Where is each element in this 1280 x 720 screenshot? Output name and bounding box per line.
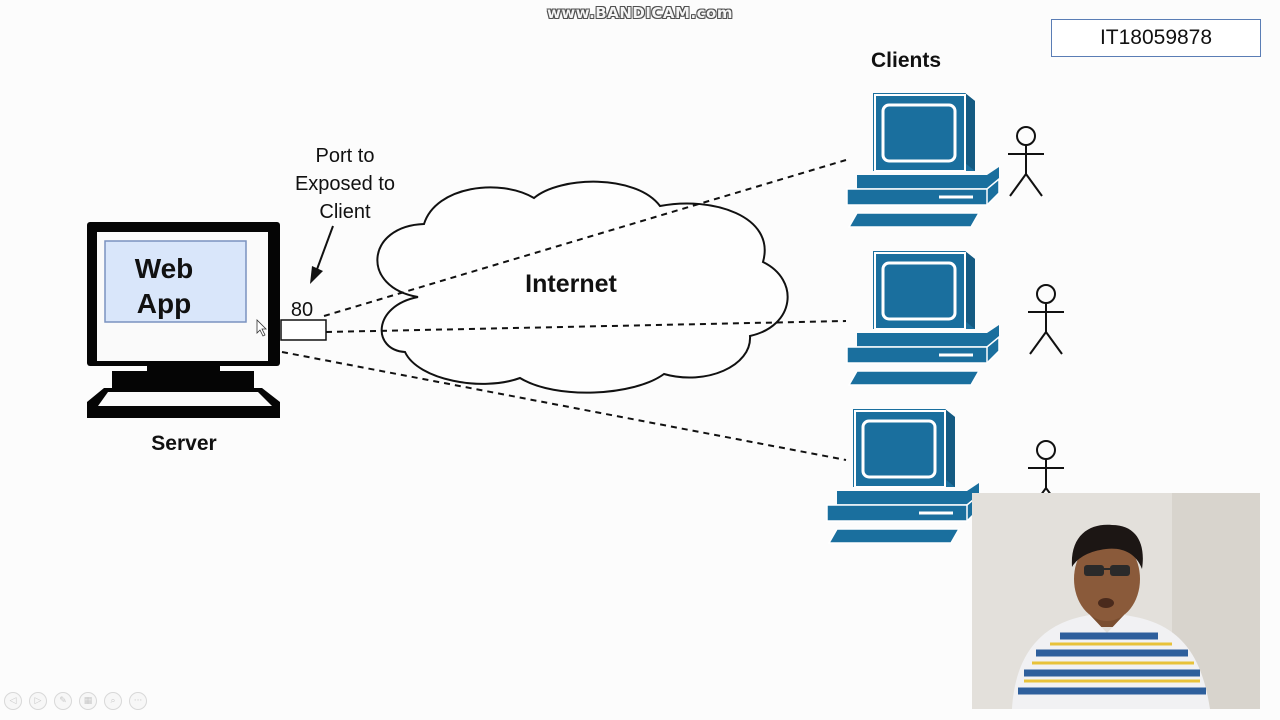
mouse-cursor-icon: [256, 319, 267, 337]
presenter-webcam-feed: [972, 493, 1260, 709]
web-app-label-line1: Web: [135, 253, 194, 284]
port-caption-line1: Port to: [316, 145, 375, 167]
server-computer-icon: [87, 222, 280, 418]
internet-label: Internet: [525, 270, 617, 298]
user-icon: [1007, 126, 1045, 197]
server-label: Server: [151, 432, 216, 455]
presenter-icon: [972, 493, 1260, 709]
pen-icon[interactable]: ✎: [54, 692, 72, 710]
connection-line-client-1: [323, 159, 847, 317]
slides-icon[interactable]: ▦: [79, 692, 97, 710]
student-id-text: IT18059878: [1099, 26, 1213, 49]
next-icon[interactable]: ▷: [29, 692, 47, 710]
port-caption-line2: Exposed to: [295, 173, 395, 195]
client-computer-icon: [825, 407, 981, 545]
connection-lines: [281, 159, 847, 461]
zoom-icon[interactable]: ⌕: [104, 692, 122, 710]
clients-label: Clients: [871, 49, 941, 72]
bandicam-watermark: www.BANDICAM.com: [546, 4, 733, 22]
port-caption-line3: Client: [319, 201, 371, 223]
client-computer-icon: [845, 91, 1001, 229]
previous-icon[interactable]: ◁: [4, 692, 22, 710]
client-computer-icon: [845, 249, 1001, 387]
port-number: 80: [291, 299, 313, 321]
connection-line-client-2: [325, 320, 847, 333]
student-id-box: IT18059878: [1051, 19, 1261, 57]
more-icon[interactable]: ···: [129, 692, 147, 710]
internet-cloud-shape: [376, 180, 789, 394]
web-app-label-line2: App: [137, 288, 191, 319]
connection-line-client-3: [281, 351, 847, 461]
port-arrow-icon: [310, 225, 334, 284]
port-box: [280, 319, 327, 341]
slideshow-toolbar: ◁ ▷ ✎ ▦ ⌕ ···: [4, 692, 147, 710]
user-icon: [1027, 284, 1065, 355]
